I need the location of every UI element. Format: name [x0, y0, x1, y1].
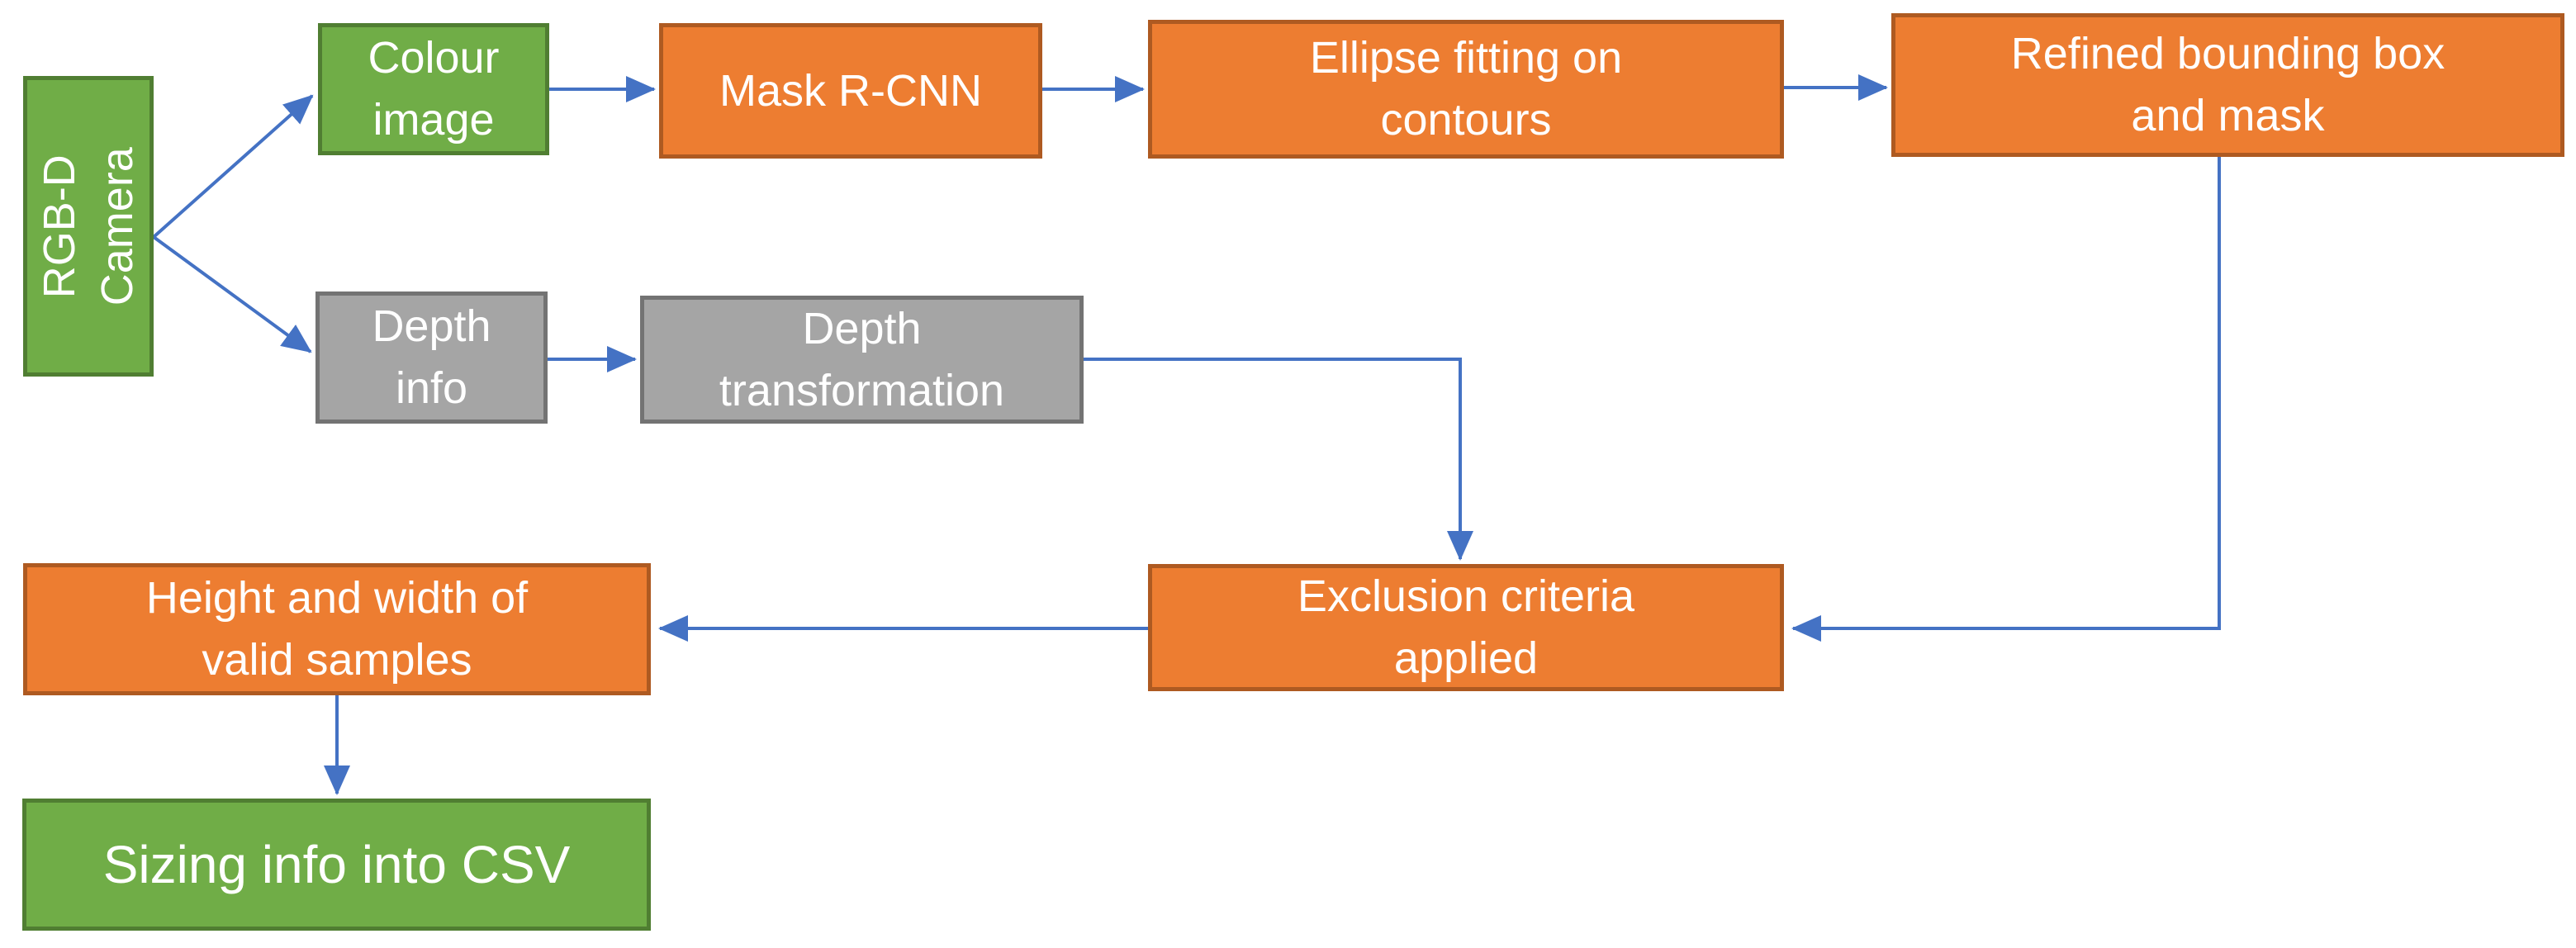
node-sizing-info-csv: Sizing info into CSV	[22, 799, 651, 931]
node-mask-rcnn: Mask R-CNN	[659, 23, 1042, 159]
node-depth-info: Depth info	[315, 292, 548, 424]
edge-refined-bbox-to-exclusion-criteria	[1791, 157, 2221, 642]
node-colour-image: Colour image	[318, 23, 549, 155]
node-ellipse-fitting: Ellipse fitting on contours	[1148, 20, 1784, 159]
node-ellipse-fitting-label: Ellipse fitting on contours	[1309, 33, 1623, 145]
node-height-width-valid-samples: Height and width of valid samples	[23, 563, 651, 695]
node-mask-rcnn-label: Mask R-CNN	[719, 65, 982, 116]
edge-rgbd-camera-to-depth-info	[152, 235, 312, 353]
node-exclusion-criteria-label: Exclusion criteria applied	[1297, 571, 1635, 683]
node-depth-info-label: Depth info	[372, 301, 491, 413]
node-refined-bounding-box-label: Refined bounding box and mask	[2010, 29, 2446, 140]
node-refined-bounding-box: Refined bounding box and mask	[1891, 13, 2564, 157]
node-exclusion-criteria: Exclusion criteria applied	[1148, 564, 1784, 691]
edge-depth-transformation-to-exclusion-criteria	[1084, 358, 1473, 561]
edge-rgbd-camera-to-colour-image	[152, 94, 314, 239]
node-height-width-valid-samples-label: Height and width of valid samples	[145, 573, 529, 685]
node-sizing-info-csv-label: Sizing info into CSV	[102, 834, 571, 894]
node-colour-image-label: Colour image	[368, 33, 500, 145]
node-depth-transformation-label: Depth transformation	[719, 303, 1005, 415]
node-depth-transformation: Depth transformation	[640, 296, 1084, 424]
node-rgbd-camera: RGB-D Camera	[23, 76, 154, 377]
node-rgbd-camera-label: RGB-D Camera	[34, 146, 142, 306]
